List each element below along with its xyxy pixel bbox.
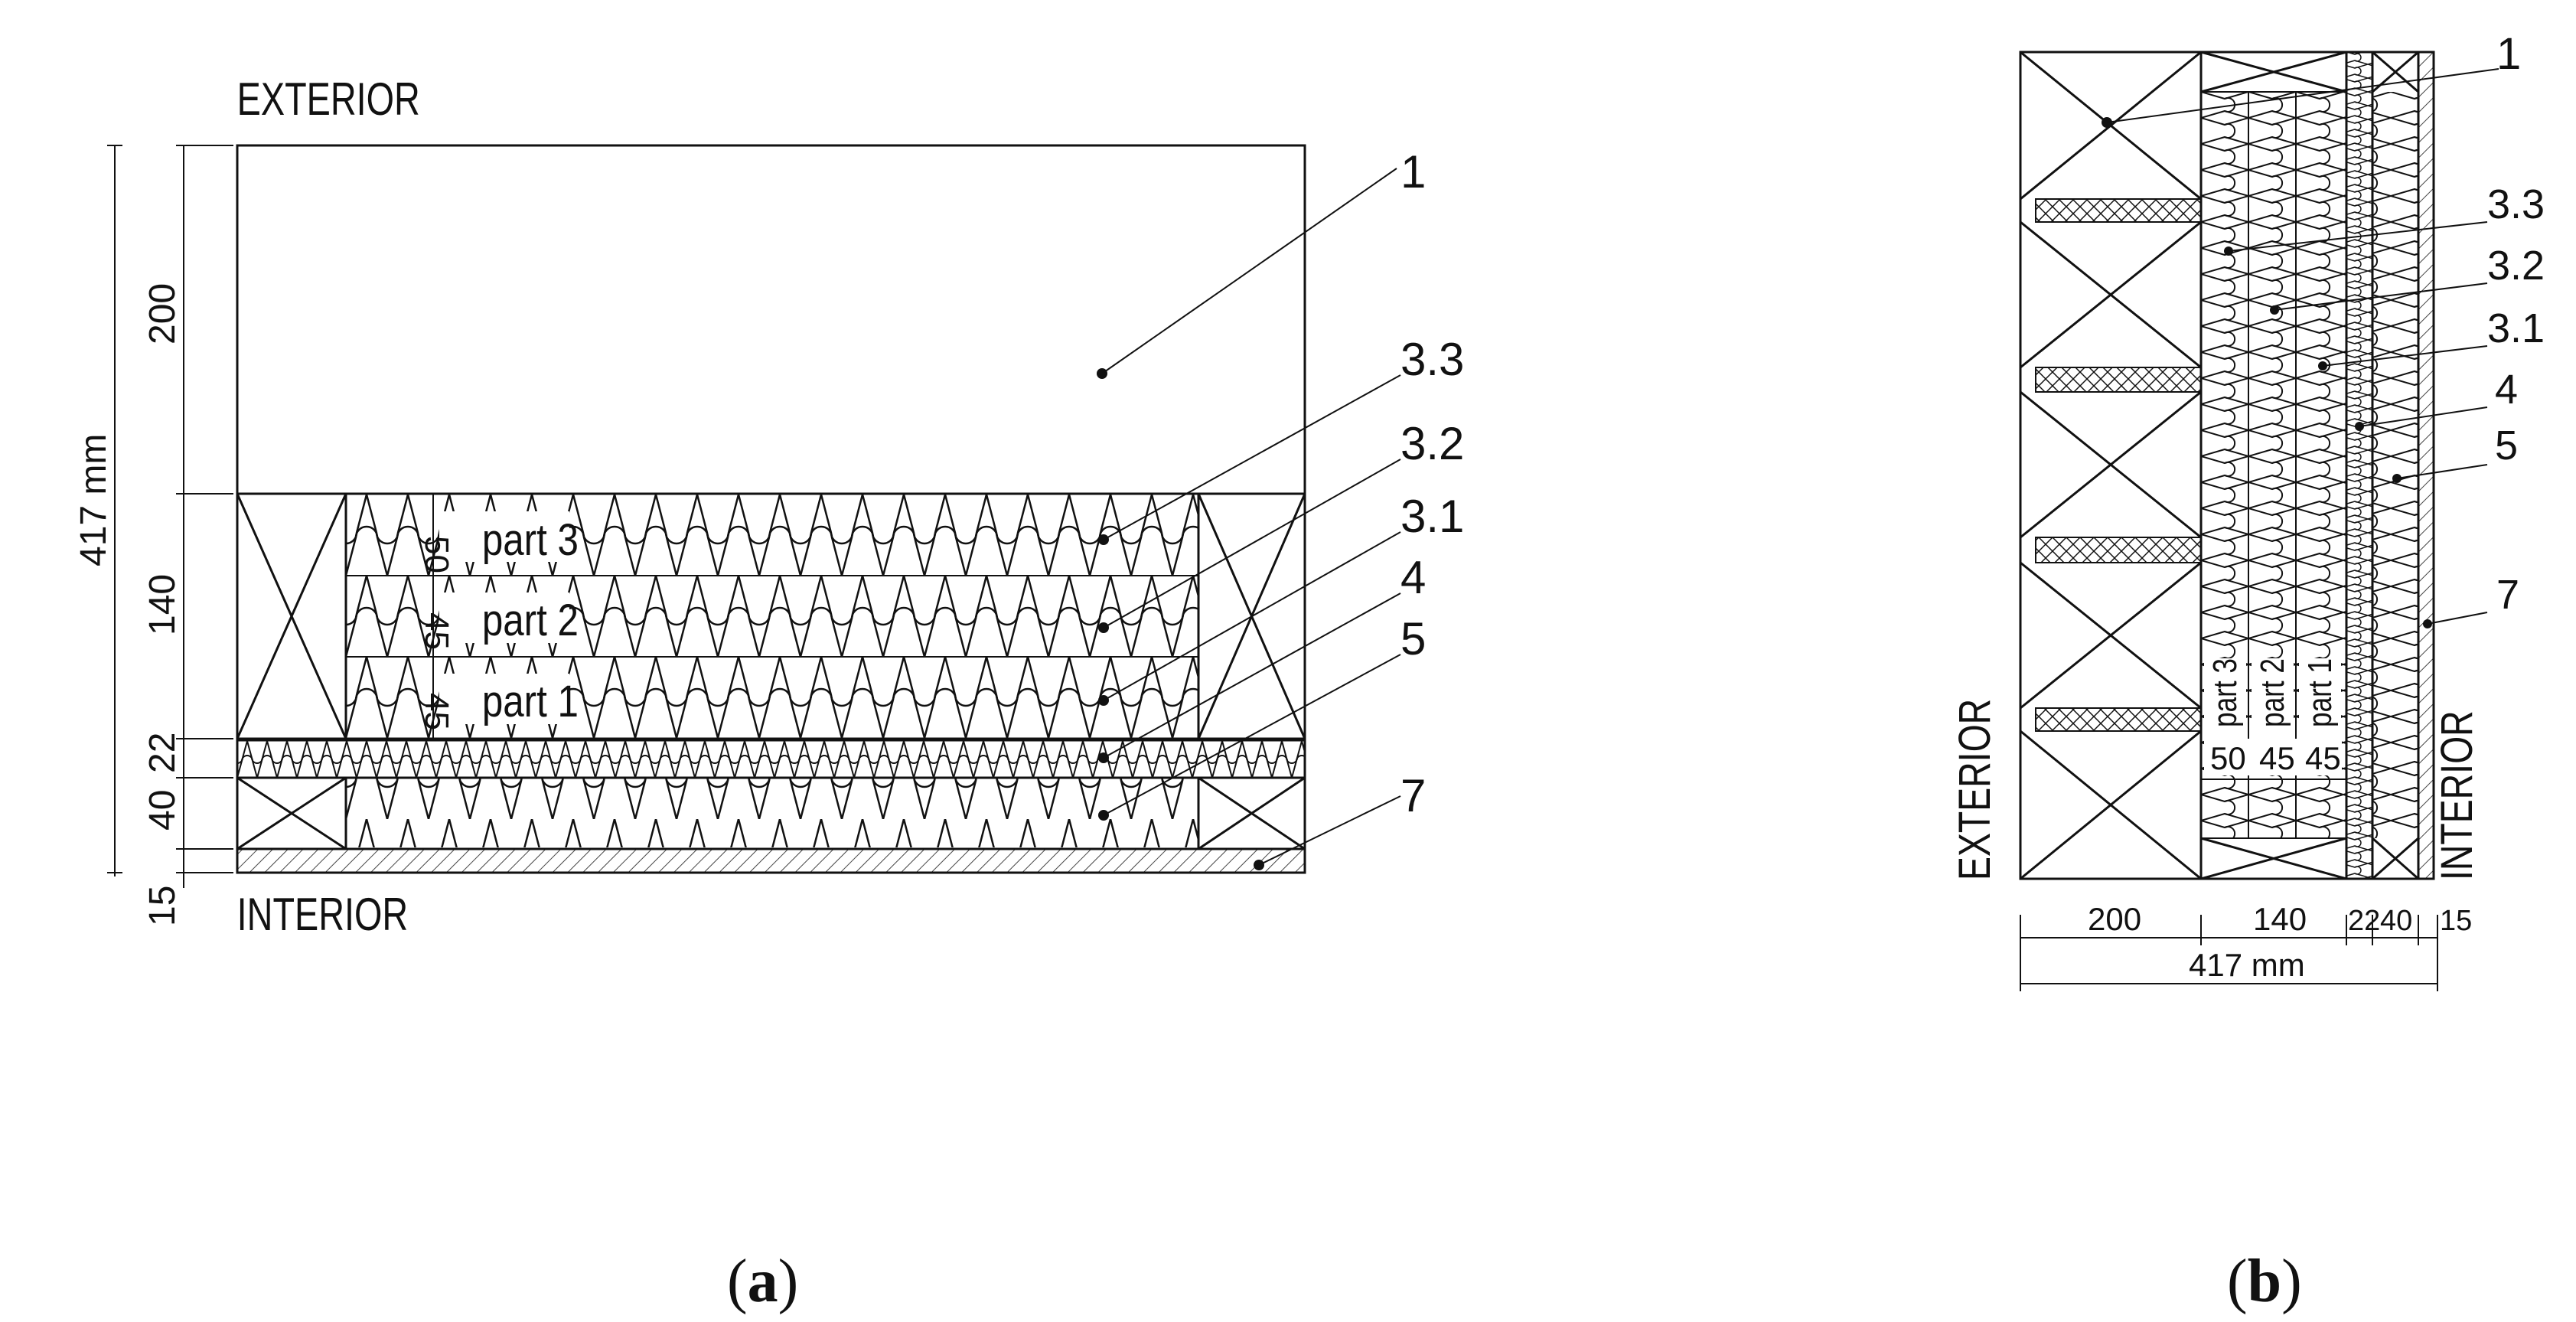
part-2-label-a: part 2 xyxy=(482,596,579,645)
thickness-50-a: 50 xyxy=(418,536,455,573)
figure-a: EXTERIOR INTERIOR part 3 part 2 xyxy=(73,73,1464,1315)
callout-7-a: 7 xyxy=(1400,770,1426,821)
callout-1-b: 1 xyxy=(2496,29,2521,79)
dim-200-b: 200 xyxy=(2088,901,2141,937)
callout-5-b: 5 xyxy=(2495,423,2518,468)
part-3-label-b: part 3 xyxy=(2206,658,2244,727)
insulation-layer-4-a xyxy=(237,741,1305,777)
callout-3-3-b: 3.3 xyxy=(2487,181,2545,227)
callout-4-b: 4 xyxy=(2495,367,2518,413)
layer-3-frame-a xyxy=(236,492,1306,740)
callouts-b: 1 3.3 3.2 3.1 4 5 7 xyxy=(2102,29,2545,628)
insulation-layer-4-b xyxy=(2345,51,2374,880)
layer-7-board-a xyxy=(236,847,1306,874)
thickness-45-b-1: 45 xyxy=(2259,740,2295,776)
callout-3-2-a: 3.2 xyxy=(1400,418,1464,469)
interior-label-a: INTERIOR xyxy=(237,889,409,940)
callouts-a: 1 3.3 3.2 3.1 4 5 7 xyxy=(1097,146,1464,870)
caption-b: (b) xyxy=(2227,1248,2302,1315)
dim-total-b: 417 mm xyxy=(2189,947,2305,983)
dim-15-b: 15 xyxy=(2440,905,2472,937)
dimensions-a: 200 140 22 40 15 417 mm xyxy=(73,145,233,926)
stud-left-a xyxy=(236,493,347,739)
exterior-label-a: EXTERIOR xyxy=(237,73,420,125)
callout-3-2-b: 3.2 xyxy=(2487,243,2545,289)
callout-3-1-a: 3.1 xyxy=(1400,491,1464,542)
layer-7-board-b xyxy=(2417,51,2435,880)
interior-label-b: INTERIOR xyxy=(2432,710,2482,880)
part-labels-b: part 3 part 2 part 1 50 45 45 xyxy=(2201,658,2346,780)
callout-4-a: 4 xyxy=(1400,552,1426,603)
dim-140-b: 140 xyxy=(2253,901,2307,937)
layer-1-blocks-b xyxy=(2019,51,2203,880)
dim-200-a: 200 xyxy=(142,283,183,344)
dim-22-b: 22 xyxy=(2348,905,2380,937)
part-3-label-a: part 3 xyxy=(482,515,579,565)
dim-total-a: 417 mm xyxy=(73,434,114,566)
dim-15-a: 15 xyxy=(142,886,183,926)
part-labels-a: part 3 part 2 part 1 50 45 45 xyxy=(418,494,579,739)
dim-22-a: 22 xyxy=(142,733,183,773)
part-1-label-a: part 1 xyxy=(482,677,579,726)
exterior-label-b: EXTERIOR xyxy=(1950,699,2000,880)
dim-140-a: 140 xyxy=(142,574,183,635)
dim-40-a: 40 xyxy=(142,790,183,831)
layer-1-block-a xyxy=(236,144,1306,495)
callout-3-3-a: 3.3 xyxy=(1400,334,1464,385)
part-2-label-b: part 2 xyxy=(2254,658,2291,727)
callout-1-a: 1 xyxy=(1400,146,1426,197)
thickness-50-b: 50 xyxy=(2210,740,2246,776)
callout-3-1-b: 3.1 xyxy=(2487,305,2545,351)
callout-7-b: 7 xyxy=(2496,572,2519,618)
thickness-45-a-2: 45 xyxy=(418,693,455,730)
dimensions-b: 200 140 22 40 15 417 mm xyxy=(2020,901,2472,991)
thickness-45-a-1: 45 xyxy=(418,612,455,650)
insulation-layer-5-b xyxy=(2372,92,2418,838)
callout-5-a: 5 xyxy=(1400,613,1426,664)
insulation-layer-5-a xyxy=(346,779,1198,847)
caption-a: (a) xyxy=(727,1248,798,1315)
dim-40-b: 40 xyxy=(2380,905,2412,937)
figure-b: part 3 part 2 part 1 50 45 45 EXTERIOR I… xyxy=(1950,29,2545,1315)
thickness-45-b-2: 45 xyxy=(2305,740,2341,776)
part-1-label-b: part 1 xyxy=(2301,658,2339,727)
